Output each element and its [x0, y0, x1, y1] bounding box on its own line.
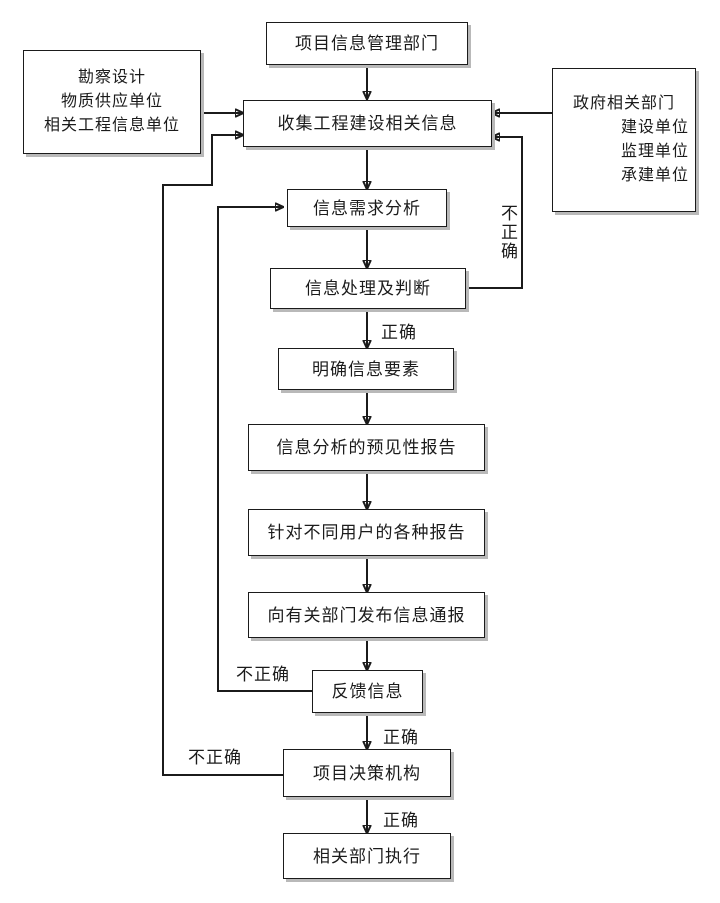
node-label: 信息处理及判断: [305, 279, 431, 298]
node-information-processing-judgement[interactable]: 信息处理及判断: [270, 268, 466, 309]
node-predictive-analysis-report[interactable]: 信息分析的预见性报告: [248, 424, 485, 471]
node-collect-construction-info[interactable]: 收集工程建设相关信息: [243, 100, 492, 147]
node-right-information-sources[interactable]: 政府相关部门 建设单位 监理单位 承建单位: [552, 68, 696, 212]
node-left-information-sources[interactable]: 勘察设计 物质供应单位 相关工程信息单位: [23, 50, 201, 154]
node-label: 相关部门执行: [313, 846, 421, 866]
node-label: 信息分析的预见性报告: [276, 438, 457, 457]
node-project-decision-body[interactable]: 项目决策机构: [283, 749, 451, 797]
node-publish-info-bulletin[interactable]: 向有关部门发布信息通报: [248, 592, 485, 638]
node-label-line-3: 监理单位: [620, 143, 689, 160]
node-label: 明确信息要素: [312, 359, 420, 379]
node-clarify-information-elements[interactable]: 明确信息要素: [278, 348, 454, 390]
node-info-management-dept[interactable]: 项目信息管理部门: [266, 22, 468, 65]
node-relevant-depts-execute[interactable]: 相关部门执行: [283, 833, 451, 879]
edge-label-incorrect-decision: 不正确: [188, 748, 242, 767]
node-label: 针对不同用户的各种报告: [267, 523, 466, 542]
node-label-line-1: 勘察设计: [77, 69, 146, 86]
node-reports-for-different-users[interactable]: 针对不同用户的各种报告: [248, 509, 485, 556]
node-label-line-1: 政府相关部门: [572, 95, 675, 112]
node-label: 向有关部门发布信息通报: [267, 605, 466, 625]
node-label: 收集工程建设相关信息: [277, 114, 458, 133]
node-label: 项目决策机构: [313, 763, 421, 783]
node-label: 反馈信息: [331, 682, 404, 701]
node-label-line-2: 建设单位: [620, 119, 689, 136]
node-label: 信息需求分析: [313, 198, 421, 218]
edge-label-incorrect-process: 不正确: [498, 204, 517, 261]
edge-label-incorrect-feedback: 不正确: [236, 665, 290, 684]
edge-label-correct-process: 正确: [381, 323, 417, 342]
edge-label-correct-feedback: 正确: [383, 728, 419, 747]
node-information-demand-analysis[interactable]: 信息需求分析: [287, 189, 447, 227]
node-label-line-2: 物质供应单位: [60, 93, 163, 110]
node-label-line-3: 相关工程信息单位: [43, 117, 180, 134]
node-label: 项目信息管理部门: [295, 34, 439, 53]
edge-label-correct-decision: 正确: [383, 811, 419, 830]
node-feedback-information[interactable]: 反馈信息: [312, 670, 423, 713]
node-label-line-4: 承建单位: [620, 167, 689, 184]
